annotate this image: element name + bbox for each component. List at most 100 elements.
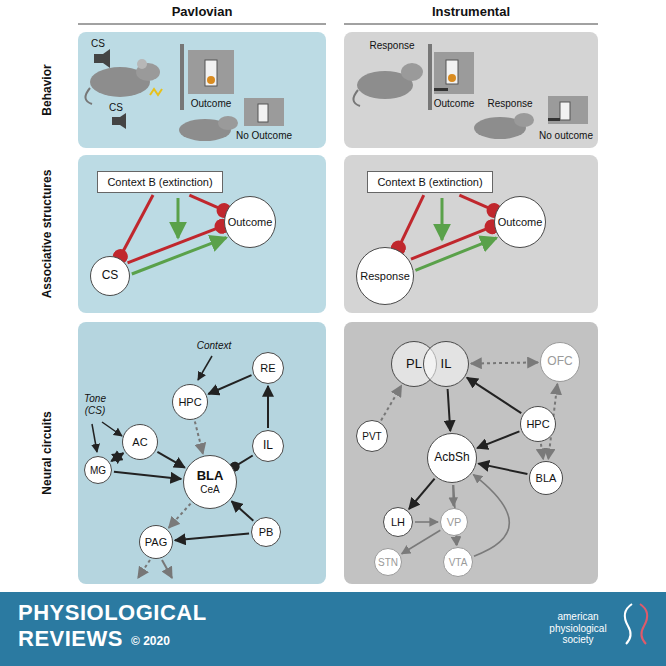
region-circle: IL xyxy=(252,430,284,462)
connector xyxy=(381,386,401,421)
panel xyxy=(344,32,598,148)
region-circle: VTA xyxy=(443,547,473,577)
connector xyxy=(471,362,538,363)
connector xyxy=(157,452,184,468)
panel xyxy=(344,155,598,313)
context-box: Context B (extinction) xyxy=(367,171,492,193)
region-circle: Outcome xyxy=(494,196,547,249)
outcome-label: Outcome xyxy=(191,98,232,110)
input-arrow xyxy=(102,422,122,436)
connector xyxy=(398,195,423,248)
region-circle: PAG xyxy=(139,525,173,559)
node-label: BLA xyxy=(197,469,224,483)
node-label: MG xyxy=(90,465,106,476)
rat-illustration xyxy=(353,44,588,139)
region-circle: PVT xyxy=(356,420,388,452)
connector xyxy=(478,464,527,474)
copyright: © 2020 xyxy=(131,635,170,649)
region-circle: BLA xyxy=(529,461,563,495)
context-box: Context B (extinction) xyxy=(97,171,222,193)
node-label: STN xyxy=(378,557,398,568)
panel xyxy=(344,322,598,584)
society-logo xyxy=(625,604,647,644)
output-arrow xyxy=(162,560,172,578)
node-label: Response xyxy=(360,270,410,282)
input-arrow xyxy=(92,424,97,452)
node-label: IL xyxy=(441,357,452,371)
node-label: Context B (extinction) xyxy=(377,176,482,188)
outcome-label: No outcome xyxy=(539,130,593,142)
connector xyxy=(175,534,249,541)
output-arrow xyxy=(138,560,150,578)
input-label: Context xyxy=(197,340,231,352)
connector xyxy=(467,378,521,413)
column-header: Pavlovian xyxy=(172,5,233,20)
connector xyxy=(120,195,153,257)
panel xyxy=(78,155,326,313)
node-label: PAG xyxy=(145,536,167,548)
journal-name: REVIEWS xyxy=(18,626,123,651)
panel xyxy=(78,322,326,584)
column-header: Instrumental xyxy=(432,5,510,20)
region-circle: AC xyxy=(122,424,158,460)
region-circle: MG xyxy=(84,456,112,484)
node-label: CS xyxy=(102,269,119,282)
connector xyxy=(267,386,269,428)
region-circle: OFC xyxy=(540,342,580,382)
connector xyxy=(459,195,494,210)
region-circle: LH xyxy=(383,507,413,537)
connector xyxy=(473,475,509,557)
modulation-arrow xyxy=(441,198,444,240)
footer-band xyxy=(0,592,666,666)
connector xyxy=(169,504,191,528)
node-label: Outcome xyxy=(498,216,543,228)
connector xyxy=(448,389,451,431)
modulation-arrow xyxy=(177,198,180,238)
connector xyxy=(235,455,253,466)
region-circle: RE xyxy=(252,352,284,384)
region-circle: Outcome xyxy=(224,196,277,249)
region-circle: STN xyxy=(374,548,402,576)
region-circle: Response xyxy=(356,247,414,305)
node-label: AC xyxy=(132,436,147,448)
stimulus-label: CS xyxy=(91,38,105,50)
row-header: Associative structures xyxy=(41,170,55,299)
node-label: IL xyxy=(263,439,273,452)
node-label: VTA xyxy=(449,557,468,568)
connector xyxy=(114,472,181,479)
region-circle: PB xyxy=(251,517,281,547)
connector xyxy=(128,226,223,262)
node-label: Outcome xyxy=(228,216,273,228)
region-circle: CS xyxy=(90,256,130,296)
node-label: HPC xyxy=(526,418,549,430)
outcome-label: No Outcome xyxy=(236,130,292,142)
rat-illustration xyxy=(85,44,284,141)
connector xyxy=(409,479,435,509)
region-circle: HPC xyxy=(520,406,556,442)
node-label: BLA xyxy=(536,472,557,484)
connector xyxy=(208,375,251,394)
connector xyxy=(455,538,457,545)
region-circle: AcbSh xyxy=(427,433,477,483)
input-label: Tone (CS) xyxy=(77,393,113,416)
connector xyxy=(411,227,492,259)
node-label: OFC xyxy=(547,355,572,368)
connector xyxy=(402,530,441,553)
node-label: Context B (extinction) xyxy=(107,176,212,188)
society-name: american physiological society xyxy=(545,611,611,646)
connector xyxy=(189,195,224,210)
outcome-label: Outcome xyxy=(434,98,475,110)
node-label: VP xyxy=(447,516,462,528)
panel xyxy=(78,32,326,148)
connector xyxy=(415,521,438,523)
node-label: PB xyxy=(259,526,274,538)
row-header: Behavior xyxy=(41,64,55,115)
node-label: PL xyxy=(406,357,422,371)
connector xyxy=(111,453,123,461)
response-label: Response xyxy=(369,40,414,52)
connector xyxy=(541,444,543,459)
region-circle: BLACeA xyxy=(183,455,237,509)
input-arrow xyxy=(198,356,212,380)
